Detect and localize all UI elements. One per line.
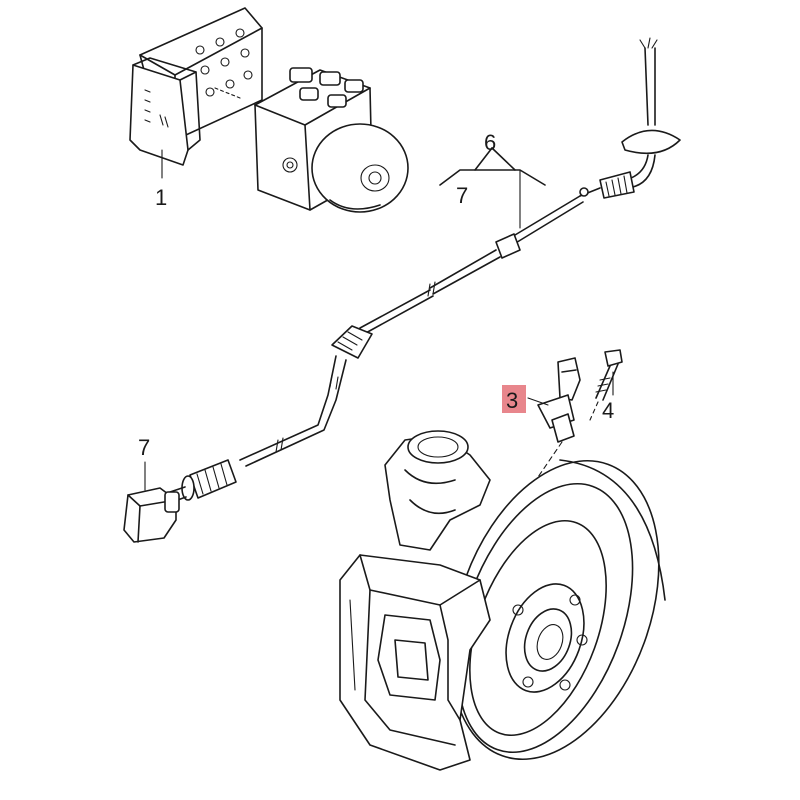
callout-7-upper: 7: [456, 183, 468, 208]
abs-control-unit: [129, 7, 263, 166]
sensor-bolt: [589, 349, 623, 421]
callout-labels: 1 6 7 3 4 7: [138, 130, 614, 491]
callout-1: 1: [155, 185, 167, 210]
callout-4: 4: [602, 398, 614, 423]
callout-3-highlight: [502, 385, 526, 413]
steering-knuckle: [384, 430, 491, 551]
sensor-cable: [169, 37, 681, 503]
cable-connector: [123, 487, 180, 543]
leader-1-dash: [214, 87, 241, 99]
wheel-speed-sensor: [527, 357, 581, 481]
callout-3: 3: [506, 388, 518, 413]
brake-disc: [450, 459, 666, 761]
callout-6-bracket: [439, 147, 546, 229]
brake-caliper: [339, 554, 491, 771]
callout-7-lower: 7: [138, 435, 150, 460]
callout-6: 6: [484, 130, 496, 155]
hydraulic-unit: [254, 67, 409, 213]
